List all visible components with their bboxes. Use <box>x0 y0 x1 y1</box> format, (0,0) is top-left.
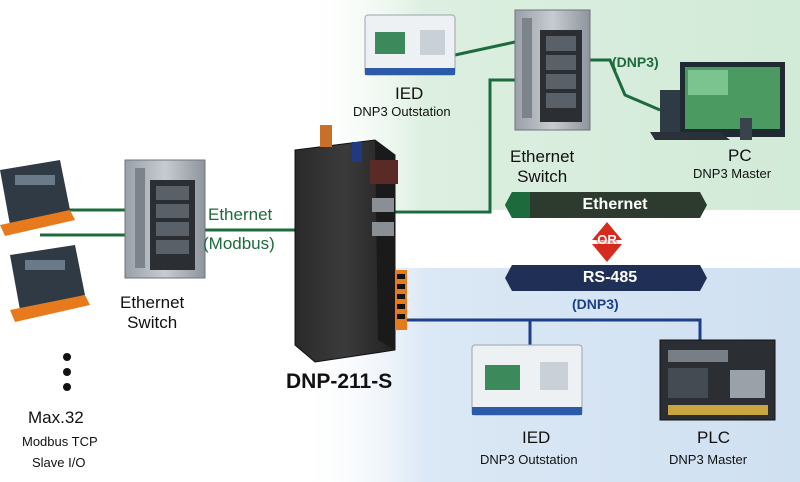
bottom-ied-title: IED <box>522 428 551 447</box>
top-ied-subtitle: DNP3 Outstation <box>353 104 451 119</box>
pc-device <box>650 62 785 140</box>
dnp-211-s-device <box>294 125 407 363</box>
top-ied-device <box>364 14 456 76</box>
or-arrow-icon <box>592 222 622 262</box>
top-ied-title: IED <box>395 84 424 103</box>
ellipsis-dots <box>63 353 71 391</box>
rs485-bar <box>505 265 707 291</box>
top-dnp3-label: (DNP3) <box>612 54 659 70</box>
product-name-label: DNP-211-S <box>286 370 393 393</box>
left-ethernet-switch-device <box>124 159 206 279</box>
left-switch-label: Ethernet Switch <box>120 293 185 332</box>
top-switch-label: Ethernet Switch <box>510 147 575 186</box>
modbus-tcp-label: Modbus TCP <box>22 434 98 449</box>
pc-subtitle: DNP3 Master <box>693 166 772 181</box>
plc-device <box>659 339 776 421</box>
plc-title: PLC <box>697 428 731 447</box>
plc-subtitle: DNP3 Master <box>669 452 748 467</box>
ethernet-bar <box>505 192 707 218</box>
slave-io-label: Slave I/O <box>32 455 86 470</box>
max-count-label: Max.32 <box>28 408 84 427</box>
ethernet-bar-label: Ethernet <box>582 196 648 213</box>
bottom-ied-subtitle: DNP3 Outstation <box>480 452 578 467</box>
top-ethernet-switch-device <box>514 9 591 131</box>
bottom-dnp3-label: (DNP3) <box>572 296 619 312</box>
bottom-ied-device <box>471 344 583 416</box>
io-module-top <box>0 160 75 236</box>
rs485-bar-label: RS-485 <box>582 269 638 286</box>
io-module-bottom <box>10 245 90 322</box>
left-ethernet-label: Ethernet <box>208 205 273 224</box>
left-modbus-label: (Modbus) <box>203 234 275 253</box>
rs485-links <box>405 318 702 345</box>
pc-title: PC <box>728 146 752 165</box>
or-label: OR <box>597 232 617 247</box>
